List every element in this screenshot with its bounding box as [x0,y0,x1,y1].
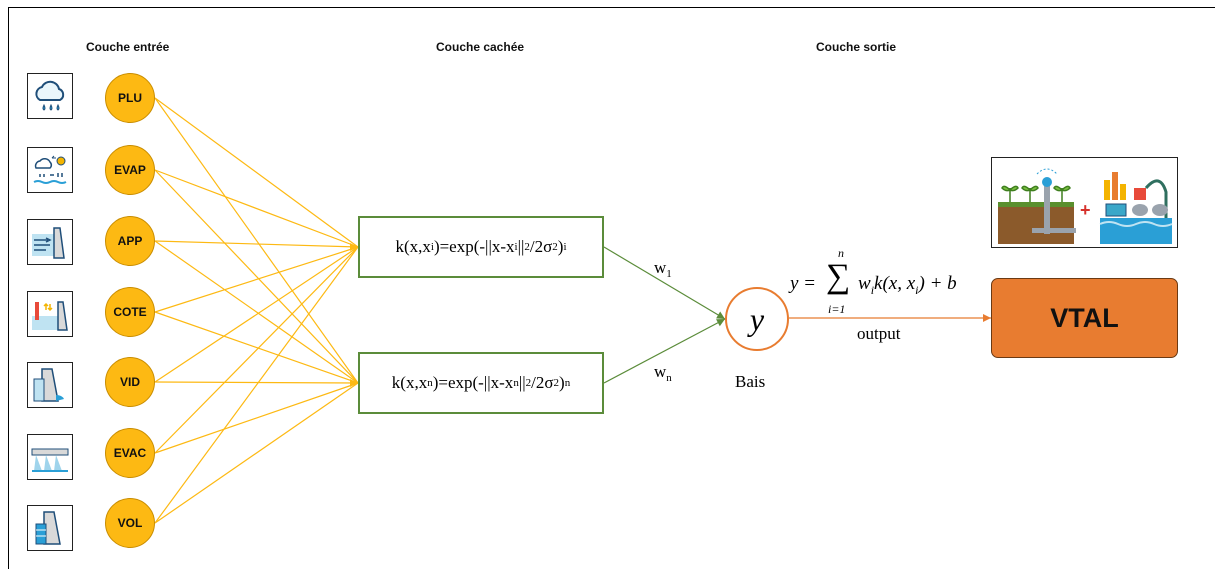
weight-wn: wn [654,362,672,384]
edge-input-2-hidden-1 [154,240,359,248]
dam-inflow-icon [27,219,73,265]
formula-lhs: y = [790,273,817,294]
diagram-frame [8,7,1215,569]
output-node: y [725,287,789,351]
input-node-plu: PLU [105,73,155,123]
input-layer-title: Couche entrée [86,40,170,54]
hidden-node-n-sup: 2 [525,377,532,389]
input-node-vol: VOL [105,498,155,548]
irrigation-system-icon: + [991,157,1178,248]
formula-sum-symbol: ∑ [826,258,851,295]
hidden-node-n-sub: n [564,377,571,389]
dam-volume-icon [27,505,73,551]
edge-hidden-1-output [603,246,726,320]
hidden-node-n-sup: 2 [553,377,560,389]
weight-w1: w1 [654,258,672,280]
formula-term-kernel: k(x, x [874,273,916,294]
edge-input-1-hidden-1 [154,169,359,248]
edge-input-6-hidden-n [154,382,359,524]
output-formula: y = n ∑ i=1 wik(x, xi) + b [790,246,985,320]
edge-input-5-hidden-1 [154,246,359,454]
edge-input-4-hidden-1 [154,246,359,383]
input-node-cote: COTE [105,287,155,337]
formula-sum-top: n [838,246,844,260]
spillway-icon [27,434,73,480]
dam-drain-icon [27,362,73,408]
evaporation-icon [27,147,73,193]
hidden-node-n-mid: )=exp(-||x-x [432,373,514,392]
hidden-node-n-sub: n [427,377,433,389]
hidden-node-n-sigma: /2σ [531,373,554,392]
arrowhead-output-from-hidden-n [716,319,725,327]
arrowhead-output-from-hidden-1 [716,311,725,319]
hidden-layer-title: Couche cachée [436,40,525,54]
input-node-evac: EVAC [105,428,155,478]
weight-wn-sub: n [666,372,672,384]
hidden-node-1-norm: || [517,237,525,256]
formula-sum-bottom: i=1 [828,302,846,316]
edge-input-1-hidden-n [154,169,359,384]
edge-input-3-hidden-1 [154,246,359,313]
weight-wn-base: w [654,362,667,381]
edge-input-0-hidden-1 [154,97,359,248]
output-layer-title: Couche sortie [816,40,897,54]
edge-input-2-hidden-n [154,240,359,384]
formula-term-w: w [858,273,871,294]
edge-input-0-hidden-n [154,97,359,384]
edge-input-6-hidden-1 [154,246,359,524]
hidden-node-1-sub: i [563,241,567,253]
arrowhead-hidden-n [350,379,358,387]
hidden-node-1-sub: i [430,241,434,253]
hidden-node-n-prefix: k(x,x [391,373,428,392]
formula-term-bias: ) + b [918,273,957,294]
hidden-node-n-sub: n [513,377,519,389]
output-label: output [857,324,901,343]
formula-term-sub: i [870,282,875,297]
edge-input-3-hidden-n [154,311,359,384]
input-node-app: APP [105,216,155,266]
input-node-evap: EVAP [105,145,155,195]
hidden-node-1-end: ) [557,237,564,256]
vtal-output-box: VTAL [991,278,1178,358]
hidden-node-1-sup: 2 [524,241,530,253]
formula-term: wik(x, xi) + b [858,273,957,298]
arrowhead-hidden-1 [350,243,358,251]
hidden-node-1-mid: )=exp(-||x-x [433,237,515,256]
hidden-node-1-sup: 2 [552,241,558,253]
hidden-node-1-prefix: k(x,x [395,237,431,256]
rain-cloud-icon [27,73,73,119]
weight-w1-base: w [654,258,667,277]
weight-w1-sub: 1 [666,268,672,280]
edge-hidden-n-output [603,318,726,384]
edge-input-4-hidden-n [154,381,359,384]
edge-input-5-hidden-n [154,382,359,454]
formula-term-kernel-sub: i [915,282,919,297]
dam-level-icon [27,291,73,337]
arrowhead-vtal [983,314,991,322]
hidden-node-n-norm: || [518,373,526,392]
svg-text:+: + [1080,200,1091,220]
input-node-vid: VID [105,357,155,407]
hidden-node-n-end: ) [559,373,565,392]
bias-label: Bais [735,372,766,391]
hidden-node-1-sigma: /2σ [529,237,553,256]
hidden-node-1-sub: i [514,241,518,253]
